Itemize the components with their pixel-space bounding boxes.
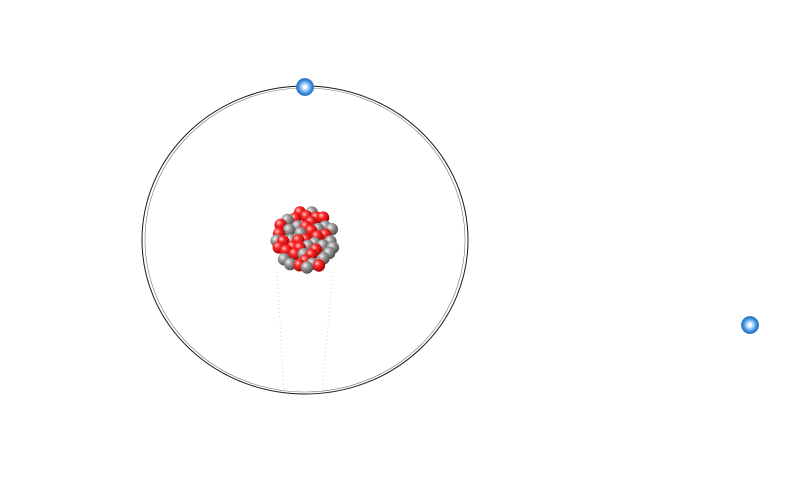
electron-orbiting [296,78,314,96]
nucleus [270,206,340,274]
neutron [284,257,297,271]
neutron [282,223,296,237]
proton [312,259,326,272]
guide-line-left [276,267,285,393]
electron-free [741,316,759,334]
guide-lines [276,267,334,393]
neutron [300,261,314,274]
guide-line-right [321,267,334,393]
proton [288,247,301,261]
